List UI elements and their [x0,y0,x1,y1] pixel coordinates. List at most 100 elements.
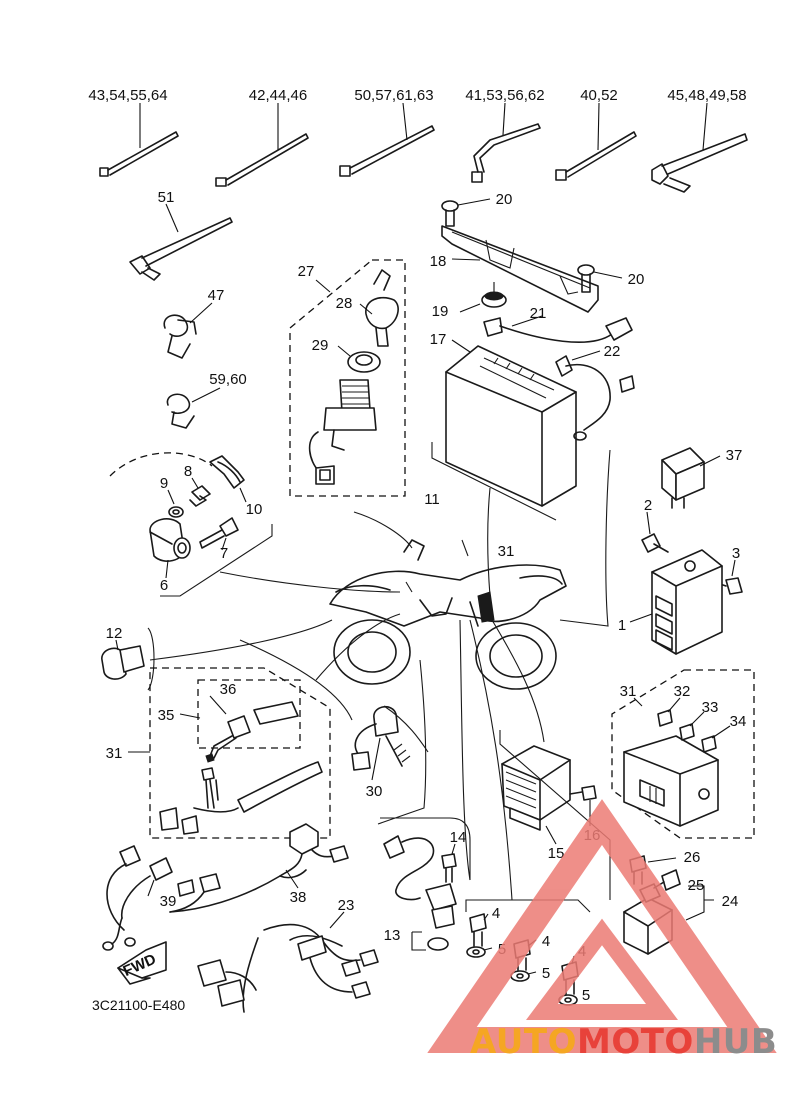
atv-silhouette [329,539,567,690]
callout-14: 14 [450,829,467,846]
watermark-triangle-outer [427,799,777,1053]
drawing-code: 3C21100-E480 [92,997,185,1013]
cable-tie-42 [215,103,309,187]
washer-9 [167,489,184,518]
watermark-text: AUTOMOTOHUB [470,1022,777,1062]
fuse-box [623,735,719,827]
callout-23: 23 [338,897,355,914]
callout-22: 22 [604,343,621,360]
harness-subset [128,695,323,835]
battery-cable-22 [555,350,635,441]
cable-tie-51 [129,203,233,281]
callout-19: 19 [432,303,449,320]
callout-34: 34 [730,713,747,730]
wire-harness-38 [169,823,349,913]
callout-32: 32 [674,683,691,700]
watermark-triangle-inner [526,918,678,1020]
rectifier-15 [501,745,571,845]
lead-23 [197,911,379,1013]
callout-38: 38 [290,889,307,906]
fwd-arrow [117,941,167,985]
clamp-59 [166,387,221,429]
cable-tie-45 [651,102,748,193]
callout-9: 9 [160,475,168,492]
bolt-8 [189,477,211,507]
callout-31-harness: 31 [106,745,123,762]
watermark [427,799,777,1053]
callout-20-right: 20 [628,271,645,288]
callout-43: 43,54,55,64 [88,87,167,104]
fuse-34 [701,725,731,753]
callout-4-b: 4 [542,933,550,950]
callout-21: 21 [530,305,547,322]
callout-45: 45,48,49,58 [667,87,746,104]
relay-37 [661,447,721,509]
callout-31-fusebox: 31 [620,683,637,700]
callout-2: 2 [644,497,652,514]
clamp-47 [163,302,213,359]
callout-4-a: 4 [492,905,500,922]
callout-7: 7 [220,545,228,562]
screw-2 [641,511,669,553]
callout-8: 8 [184,463,192,480]
plug-cap-10 [209,455,247,503]
wire-harness-39 [102,845,221,951]
battery-band [441,225,599,313]
fuse-32 [657,697,681,727]
cable-tie-40 [555,102,637,181]
ignition-coil-6 [149,518,191,579]
callout-30: 30 [366,783,383,800]
main-switch-body [308,379,377,485]
watermark-auto: AUTO [470,1022,577,1062]
callout-12: 12 [106,625,123,642]
callout-50: 50,57,61,63 [354,87,433,104]
sensor-13 [383,835,457,951]
callout-28: 28 [336,295,353,312]
cdi-unit-1 [629,549,723,655]
bolt-4a [469,913,489,947]
cable-tie-41 [471,102,541,183]
callout-39: 39 [160,893,177,910]
watermark-moto: MOTO [577,1022,694,1062]
callout-35: 35 [158,707,175,724]
main-switch-key [359,269,399,347]
callout-10: 10 [246,501,263,518]
callout-51: 51 [158,189,175,206]
bolt-16 [569,785,597,826]
callout-5-c: 5 [582,987,590,1004]
bolt-20-right [577,264,623,293]
callout-17: 17 [430,331,447,348]
callout-59: 59,60 [209,371,247,388]
callout-5-b: 5 [542,965,550,982]
callout-25: 25 [688,877,705,894]
watermark-hub: HUB [694,1022,777,1062]
washer-5b [510,970,537,982]
washer-5a [466,946,493,958]
callout-33: 33 [702,699,719,716]
bolt-20-top [441,198,491,227]
collar-3 [719,559,743,595]
callout-1: 1 [618,617,626,634]
sensor-12 [101,639,145,680]
callout-29: 29 [312,337,329,354]
main-switch-nut [337,345,381,373]
callout-6: 6 [160,577,168,594]
battery-cable-21 [483,315,633,343]
battery-plug-19 [459,282,507,313]
callout-36: 36 [220,681,237,698]
battery-17 [445,339,577,507]
switch-30 [351,706,411,781]
cable-tie-50 [339,102,435,177]
callout-31-atv: 31 [498,543,515,560]
callout-11: 11 [424,491,440,508]
callout-26: 26 [684,849,701,866]
callout-27: 27 [298,263,315,280]
callout-20-top: 20 [496,191,513,208]
cable-tie-43 [99,103,179,177]
callout-47: 47 [208,287,225,304]
callout-18: 18 [430,253,447,270]
callout-42: 42,44,46 [249,87,307,104]
callout-13: 13 [384,927,401,944]
callout-37: 37 [726,447,743,464]
